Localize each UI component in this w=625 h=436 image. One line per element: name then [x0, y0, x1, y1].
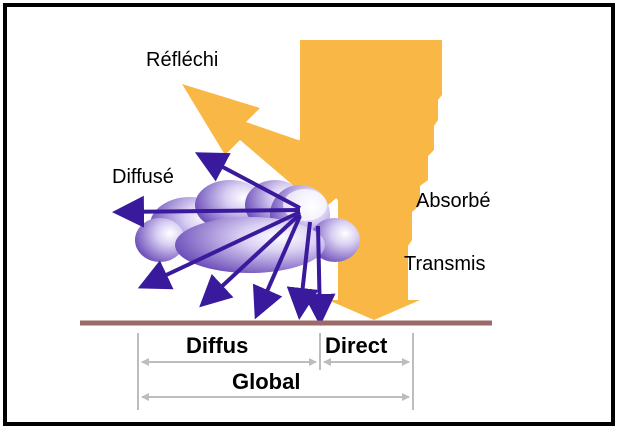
label-direct-component: Direct	[325, 333, 388, 358]
scatter-arrow-6	[286, 221, 319, 320]
sunbeam	[182, 40, 442, 320]
label-diffused: Diffusé	[112, 166, 174, 188]
scatter-arrow-7	[303, 225, 336, 326]
scatter-arrow-3	[137, 210, 301, 290]
reflected-beam	[182, 84, 340, 210]
scatter-arrow-4	[199, 212, 302, 308]
scatter-arrow-2	[112, 195, 301, 228]
label-transmitted: Transmis	[404, 253, 485, 275]
scatter-arrows	[112, 152, 336, 326]
scatter-arrow-5	[252, 215, 302, 320]
label-reflected: Réfléchi	[146, 49, 218, 71]
label-global-total: Global	[232, 369, 300, 394]
label-absorbed: Absorbé	[416, 190, 491, 212]
label-diffuse-component: Diffus	[186, 333, 248, 358]
incoming-beam	[300, 40, 442, 320]
scatter-arrow-1	[194, 152, 301, 210]
dimension-lines	[137, 333, 414, 410]
